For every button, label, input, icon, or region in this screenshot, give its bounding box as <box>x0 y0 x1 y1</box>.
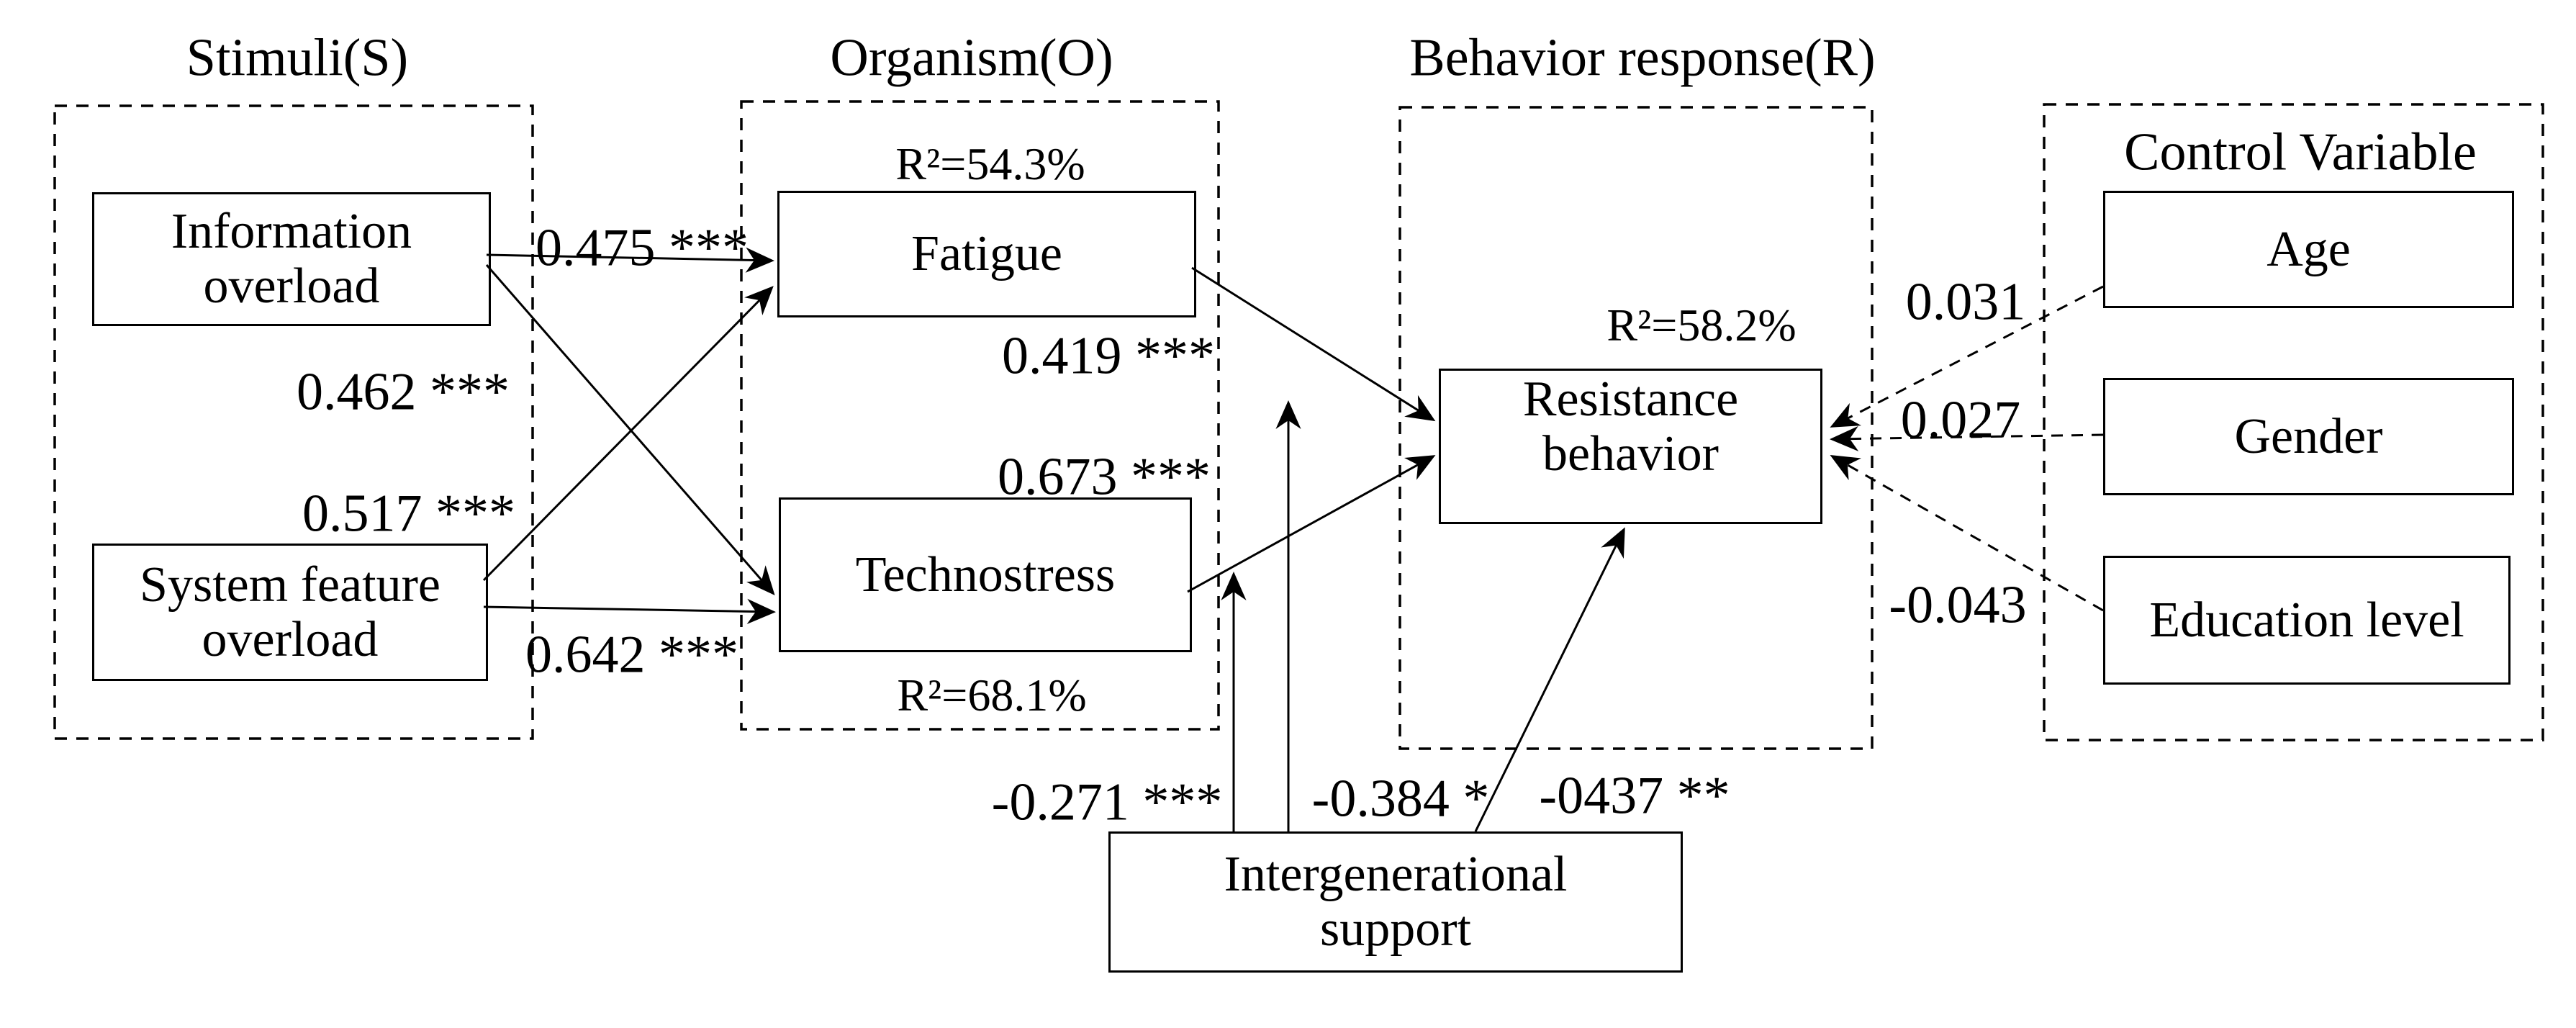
node-resistance-behavior: Resistance behavior <box>1439 369 1822 524</box>
coef-info-to-fatigue: 0.475 *** <box>535 218 749 278</box>
r2-resistance-behavior: R²=58.2% <box>1606 299 1797 351</box>
coef-system-to-fatigue: 0.517 *** <box>302 484 515 544</box>
coef-igs-moderation-technostress-path: -0.271 *** <box>991 772 1223 832</box>
node-label: Technostress <box>855 546 1116 603</box>
node-label: Gender <box>2234 408 2383 464</box>
coef-age-to-resistance: 0.031 <box>1905 272 2026 332</box>
section-title-control: Control Variable <box>2124 122 2477 182</box>
node-gender: Gender <box>2103 378 2514 495</box>
section-title-organism: Organism(O) <box>830 28 1113 88</box>
node-label: Fatigue <box>911 226 1062 282</box>
node-label: System feature overload <box>140 556 440 667</box>
node-education-level: Education level <box>2103 556 2511 685</box>
coef-system-to-technostress: 0.642 *** <box>525 625 738 685</box>
coef-gender-to-resistance: 0.027 <box>1900 390 2021 450</box>
node-fatigue: Fatigue <box>777 191 1196 317</box>
r2-fatigue: R²=54.3% <box>895 138 1085 189</box>
node-label: Resistance behavior <box>1522 371 1739 482</box>
coef-igs-to-resistance: -0437 ** <box>1539 766 1730 826</box>
node-label: Age <box>2267 221 2351 277</box>
arrow-system-to-technostress <box>483 598 776 624</box>
node-label: Information overload <box>171 204 412 314</box>
node-information-overload: Information overload <box>92 192 491 326</box>
coef-fatigue-to-resistance: 0.419 *** <box>1002 326 1215 386</box>
section-title-behavior: Behavior response(R) <box>1409 28 1876 88</box>
node-technostress: Technostress <box>779 497 1192 652</box>
node-label: Education level <box>2149 592 2464 648</box>
coef-education-to-resistance: -0.043 <box>1889 575 2027 635</box>
arrow-info-to-technostress <box>485 264 775 596</box>
node-age: Age <box>2103 191 2514 308</box>
coef-technostress-to-resistance: 0.673 *** <box>998 447 1211 507</box>
arrow-system-to-fatigue <box>482 286 774 582</box>
node-label: Intergenerational support <box>1224 847 1568 957</box>
coef-igs-moderation-fatigue-path: -0.384 * <box>1311 769 1490 829</box>
r2-technostress: R²=68.1% <box>897 669 1087 721</box>
node-intergenerational-support: Intergenerational support <box>1108 831 1683 973</box>
coef-info-to-technostress: 0.462 *** <box>297 362 510 422</box>
section-title-stimuli: Stimuli(S) <box>186 28 409 88</box>
node-system-feature-overload: System feature overload <box>92 544 488 681</box>
arrow-technostress-to-resistance <box>1187 455 1436 593</box>
arrow-fatigue-to-resistance <box>1191 266 1436 422</box>
